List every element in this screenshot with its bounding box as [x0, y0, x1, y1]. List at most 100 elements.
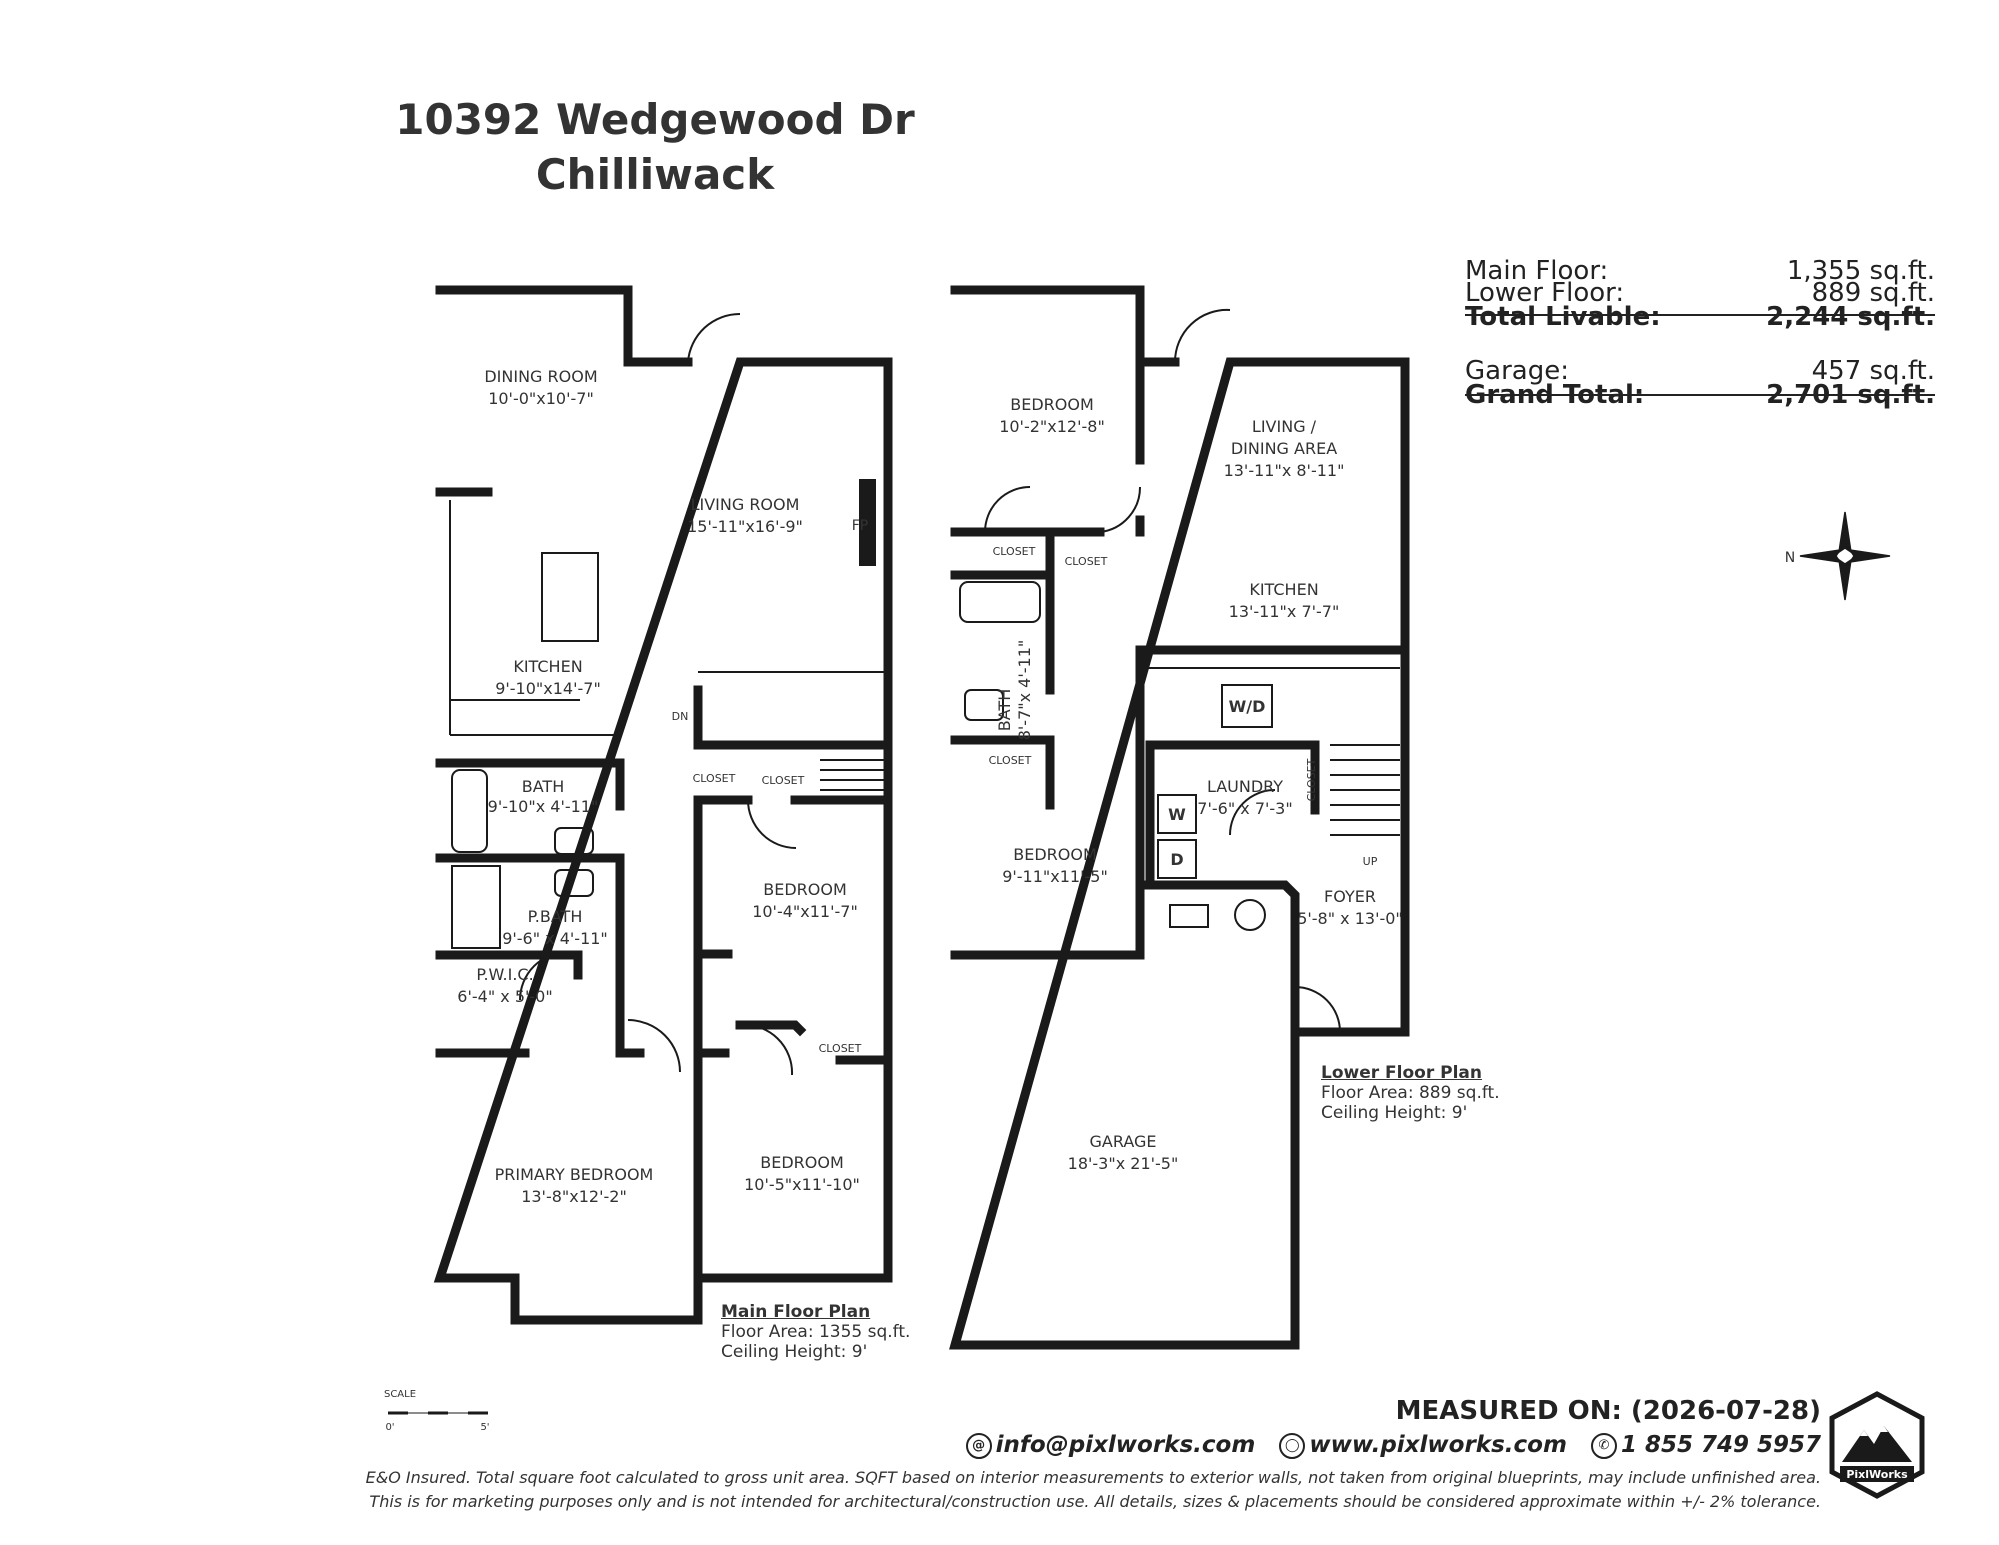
main-kitchen-dims: 9'-10"x14'-7"	[495, 679, 601, 698]
phone-icon: ✆	[1590, 1432, 1617, 1459]
lower-bedroom-2-name: BEDROOM	[1013, 845, 1097, 864]
logo-text: PixlWorks	[1846, 1468, 1908, 1481]
dryer-label: D	[1170, 850, 1183, 869]
living-room-dims: 15'-11"x16'-9"	[687, 517, 803, 536]
main-closet-3: CLOSET	[819, 1042, 862, 1055]
lower-bathtub	[959, 581, 1041, 623]
total-livable-value: 2,244 sq.ft.	[1766, 302, 1935, 332]
pwic-dims: 6'-4" x 5'-0"	[457, 987, 552, 1006]
main-sink	[554, 827, 594, 855]
main-bedroom-1-name: BEDROOM	[763, 880, 847, 899]
main-floor-hall-wall	[693, 685, 893, 750]
lower-closet-1: CLOSET	[993, 545, 1036, 558]
lower-closet-4: CLOSET	[1305, 758, 1318, 801]
living-room-name: LIVING ROOM	[691, 495, 800, 514]
kitchen-island	[541, 552, 599, 642]
garage-name: GARAGE	[1090, 1132, 1157, 1151]
area-divider-1	[1465, 314, 1935, 316]
primary-bedroom-name: PRIMARY BEDROOM	[495, 1165, 654, 1184]
up-label: UP	[1363, 855, 1378, 868]
lower-closet-2: CLOSET	[1065, 555, 1108, 568]
contact-line: @info@pixlworks.com ◯www.pixlworks.com ✆…	[950, 1432, 1821, 1459]
main-bath-name: BATH	[522, 777, 564, 796]
main-closet-2: CLOSET	[762, 774, 805, 787]
main-floor-label: Main Floor:	[1465, 256, 1609, 286]
washer-box	[1157, 794, 1197, 834]
lower-plan-area: Floor Area: 889 sq.ft.	[1321, 1083, 1500, 1103]
wd-box	[1221, 684, 1273, 728]
main-door-swings	[519, 312, 797, 1076]
main-bedroom-2-dims: 10'-5"x11'-10"	[744, 1175, 860, 1194]
lower-water-heater	[1234, 899, 1266, 931]
page-subtitle: Chilliwack	[535, 150, 775, 199]
garage-value: 457 sq.ft.	[1811, 356, 1935, 386]
lower-living-dims: 13'-11"x 8'-11"	[1224, 461, 1345, 480]
garage-dims: 18'-3"x 21'-5"	[1068, 1154, 1179, 1173]
main-bedroom-2-name: BEDROOM	[760, 1153, 844, 1172]
compass-icon	[1799, 511, 1891, 601]
pwic-name: P.W.I.C.	[476, 965, 533, 984]
laundry-name: LAUNDRY	[1207, 777, 1283, 796]
lower-bedroom-2-dims: 9'-11"x11'-5"	[1002, 867, 1108, 886]
primary-bedroom-dims: 13'-8"x12'-2"	[521, 1187, 627, 1206]
laundry-dims: 7'-6" x 7'-3"	[1197, 799, 1292, 818]
contact-email[interactable]: info@pixlworks.com	[995, 1432, 1256, 1458]
pixlworks-logo: PixlWorks	[1822, 1390, 1932, 1500]
area-divider-2	[1465, 394, 1935, 396]
scale-five: 5'	[480, 1422, 489, 1433]
lower-living-name-2: DINING AREA	[1231, 439, 1337, 458]
washer-label: W	[1168, 805, 1186, 824]
email-icon: @	[965, 1432, 992, 1459]
logo-badge-icon	[1829, 1391, 1925, 1499]
page-title: 10392 Wedgewood Dr	[395, 95, 915, 144]
main-plan-caption: Main Floor Plan Floor Area: 1355 sq.ft. …	[721, 1302, 910, 1362]
pbath-sink	[554, 869, 594, 897]
lower-panel-box	[1169, 904, 1209, 928]
grand-total-value: 2,701 sq.ft.	[1766, 380, 1935, 410]
scale-label: SCALE	[384, 1389, 416, 1400]
kitchen-counter	[449, 500, 620, 736]
lower-bath-dims: 8'-7"x 4'-11"	[1015, 640, 1034, 741]
main-stairs	[698, 671, 888, 791]
foyer-name: FOYER	[1324, 887, 1376, 906]
foyer-dims: 5'-8" x 13'-0"	[1297, 909, 1403, 928]
lower-bath-name: BATH	[995, 689, 1014, 731]
main-closet-1: CLOSET	[693, 772, 736, 785]
main-bath-dims: 9'-10"x 4'-11"	[488, 797, 599, 816]
main-dn-label: DN	[672, 710, 689, 723]
lower-closet-3: CLOSET	[989, 754, 1032, 767]
lower-stairs	[1330, 744, 1400, 836]
lower-plan-caption: Lower Floor Plan Floor Area: 889 sq.ft. …	[1321, 1063, 1500, 1123]
pbath-name: P.BATH	[528, 907, 583, 926]
main-bathtub	[451, 769, 488, 853]
contact-phone[interactable]: 1 855 749 5957	[1620, 1432, 1821, 1458]
main-plan-area: Floor Area: 1355 sq.ft.	[721, 1322, 911, 1342]
lower-kitchen-name: KITCHEN	[1249, 580, 1318, 599]
main-bedroom-1-dims: 10'-4"x11'-7"	[752, 902, 858, 921]
lower-floor-label: Lower Floor:	[1465, 278, 1625, 308]
lower-bedroom-1-dims: 10'-2"x12'-8"	[999, 417, 1105, 436]
measured-on: MEASURED ON: (2026-07-28)	[1395, 1396, 1821, 1426]
main-fireplace	[859, 479, 876, 566]
total-livable-label: Total Livable:	[1465, 302, 1661, 332]
contact-web[interactable]: www.pixlworks.com	[1309, 1432, 1567, 1458]
dining-room-name: DINING ROOM	[484, 367, 597, 386]
lower-door-swings	[984, 308, 1341, 1033]
dining-room-dims: 10'-0"x10'-7"	[488, 389, 594, 408]
scale-zero: 0'	[385, 1422, 394, 1433]
disclaimer-line-1: E&O Insured. Total square foot calculate…	[365, 1468, 1821, 1487]
lower-bedroom-1-name: BEDROOM	[1010, 395, 1094, 414]
pbath-dims: 9'-6" x 4'-11"	[502, 929, 608, 948]
area-summary: Main Floor:1,355 sq.ft. Lower Floor:889 …	[1465, 258, 1935, 408]
main-floor-value: 1,355 sq.ft.	[1786, 256, 1935, 286]
dryer-box	[1157, 839, 1197, 879]
pbath-shower	[451, 865, 501, 949]
lower-sink	[964, 689, 1004, 721]
main-plan-title: Main Floor Plan	[721, 1302, 871, 1322]
compass-north-label: N	[1785, 550, 1795, 566]
globe-icon: ◯	[1279, 1432, 1306, 1459]
main-floor-outer-wall	[433, 285, 893, 1325]
lower-kitchen-counter	[1140, 649, 1400, 669]
lower-plan-ceiling: Ceiling Height: 9'	[1321, 1103, 1468, 1123]
